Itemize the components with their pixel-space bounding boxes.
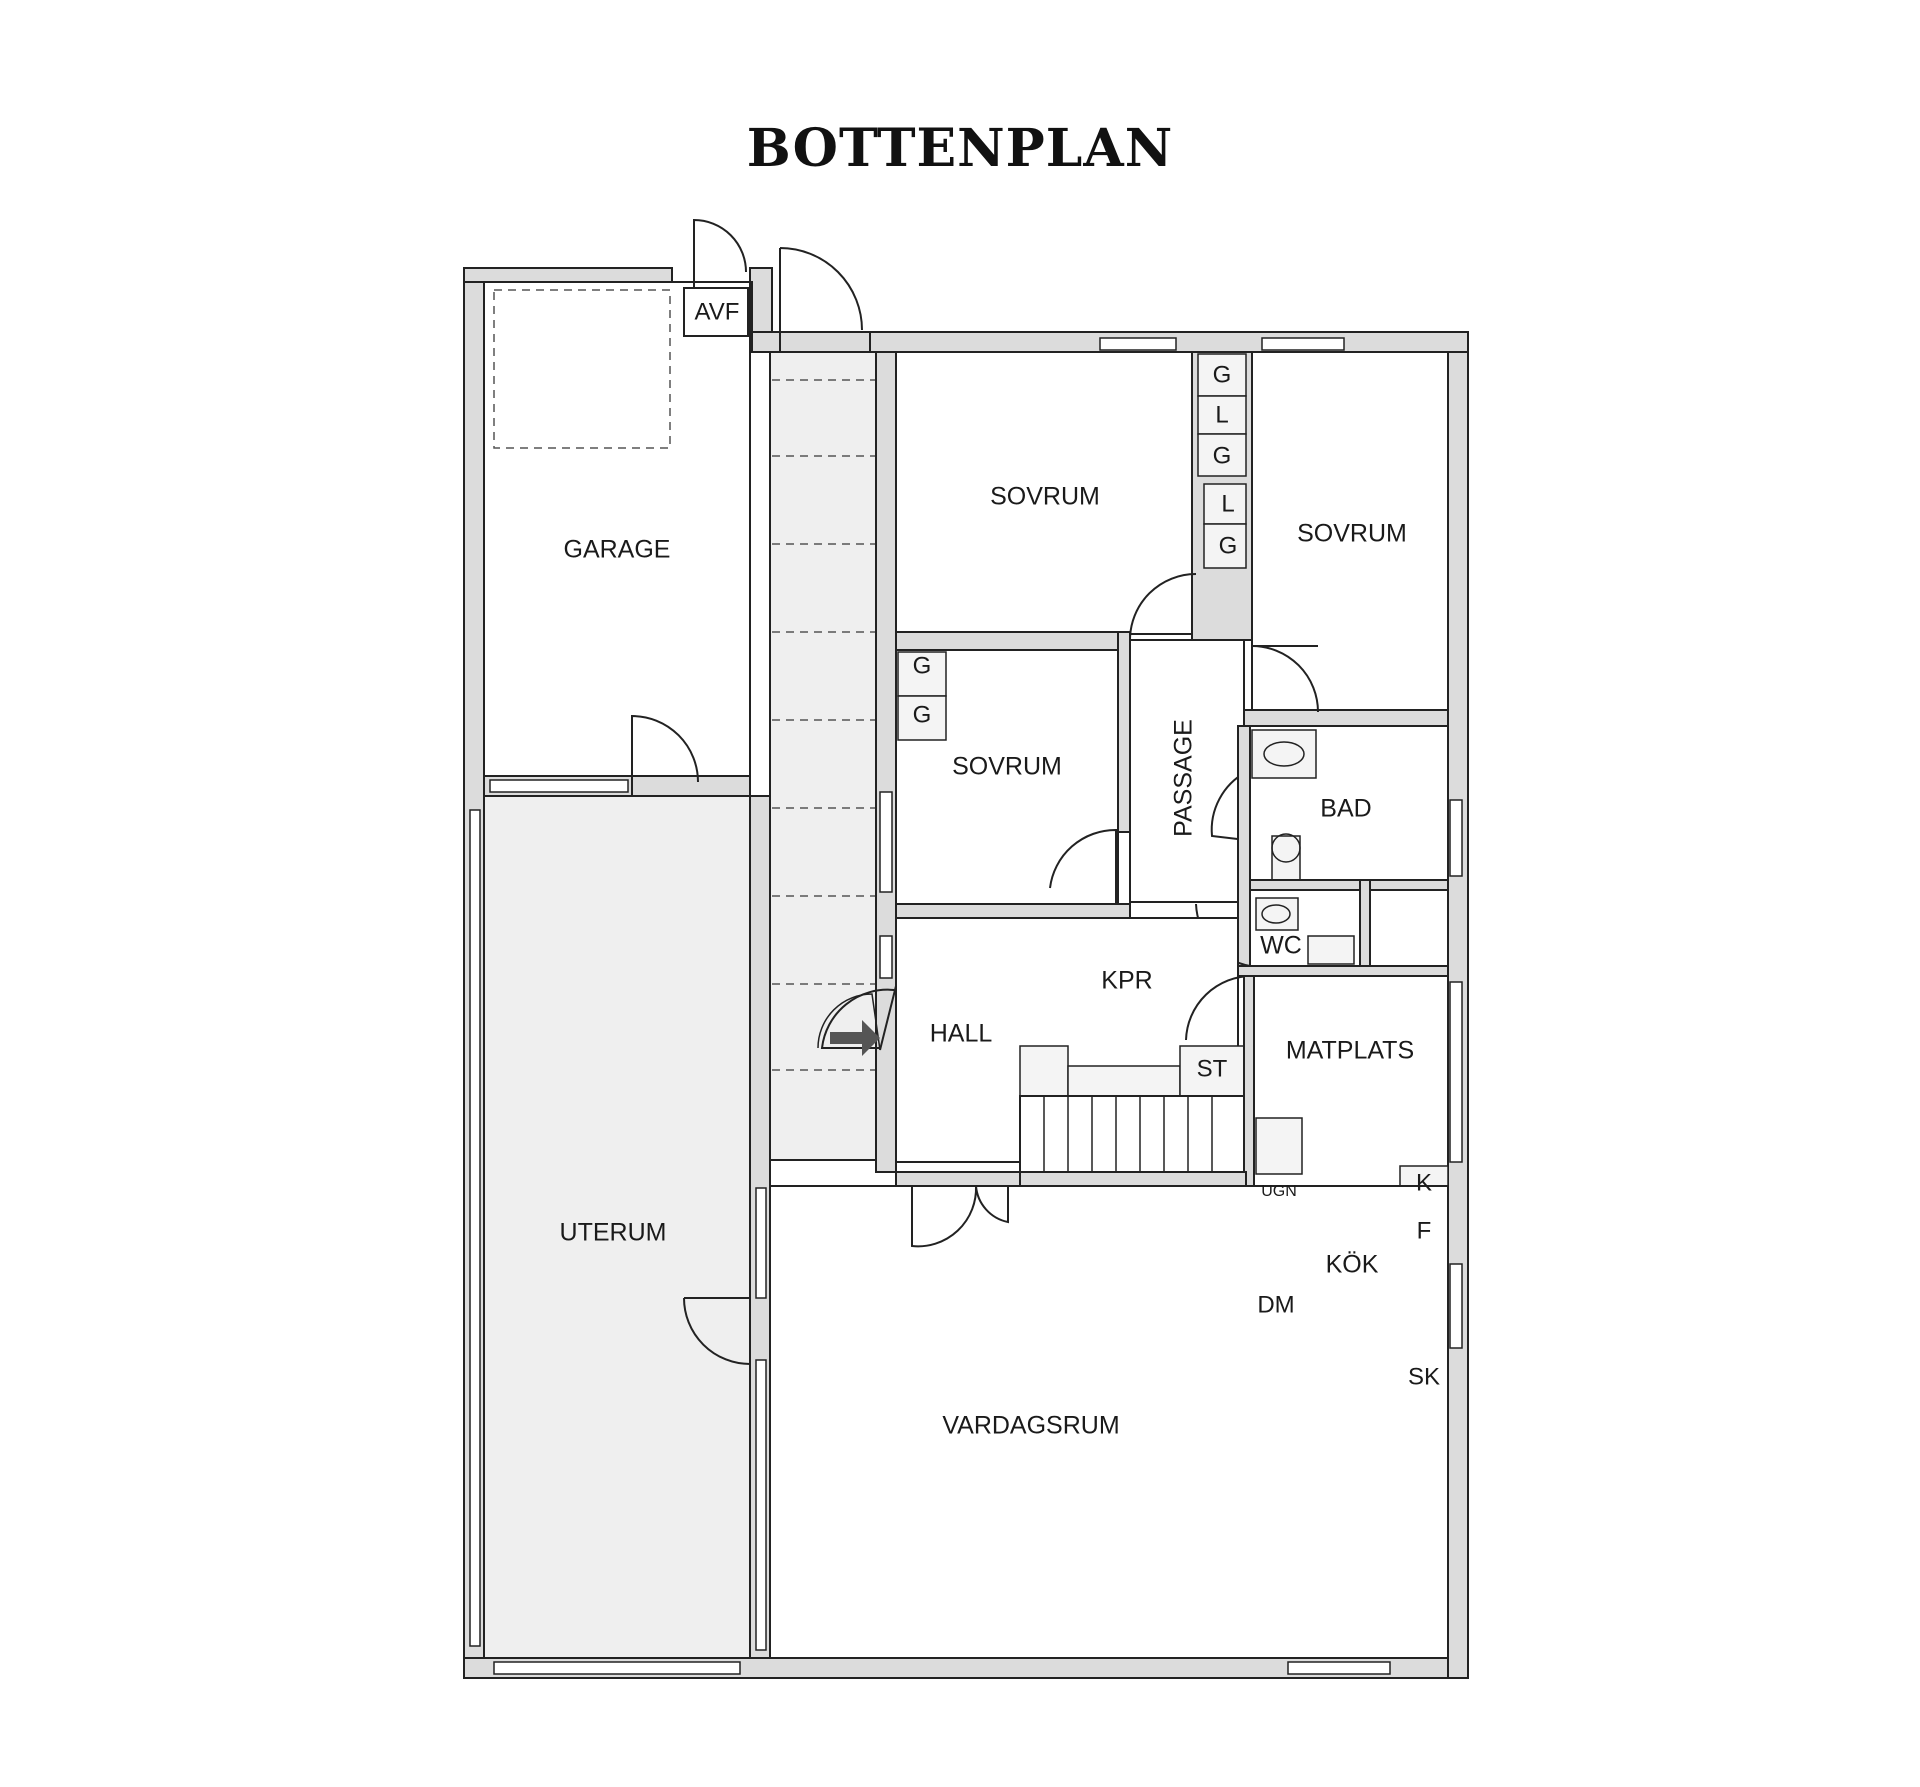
label-sovrum-2: SOVRUM (1297, 520, 1407, 548)
bad (1210, 725, 1463, 969)
passage (1129, 639, 1245, 903)
garage (483, 281, 751, 797)
label-closet-g5: G (913, 701, 932, 728)
plan-title: BOTTENPLAN (746, 118, 1174, 179)
label-closet-g2: G (1213, 442, 1232, 469)
label-bad: BAD (1320, 795, 1371, 823)
label-closet-l1: L (1215, 401, 1228, 428)
label-ugn: UGN (1261, 1183, 1297, 1200)
label-uterum: UTERUM (560, 1219, 667, 1247)
vardagsrum (769, 1171, 1449, 1675)
label-avf: AVF (695, 298, 740, 325)
label-hall: HALL (930, 1020, 993, 1048)
label-f: F (1417, 1217, 1432, 1244)
closet-column (1197, 353, 1247, 569)
label-matplats: MATPLATS (1286, 1037, 1414, 1065)
stairs (1019, 1045, 1245, 1177)
label-k: K (1416, 1169, 1432, 1196)
label-garage: GARAGE (564, 536, 671, 564)
sovrum-3 (879, 573, 1197, 919)
label-closet-g3: G (1219, 532, 1238, 559)
label-vardagsrum: VARDAGSRUM (942, 1412, 1119, 1440)
label-closet-l2: L (1221, 490, 1234, 517)
uterum (469, 795, 771, 1675)
label-st: ST (1197, 1055, 1228, 1082)
entrance-arrow-icon (817, 993, 881, 1056)
label-sovrum-3: SOVRUM (952, 753, 1062, 781)
label-sk: SK (1408, 1363, 1440, 1390)
label-passage: PASSAGE (1170, 719, 1198, 837)
label-closet-g4: G (913, 652, 932, 679)
label-closet-g1: G (1213, 361, 1232, 388)
label-sovrum-1: SOVRUM (990, 483, 1100, 511)
label-kok: KÖK (1326, 1251, 1379, 1279)
wc (1195, 879, 1449, 977)
label-kpr: KPR (1101, 967, 1152, 995)
label-dm: DM (1257, 1291, 1294, 1318)
label-wc: WC (1260, 932, 1302, 960)
avf-cabinet (683, 218, 749, 337)
